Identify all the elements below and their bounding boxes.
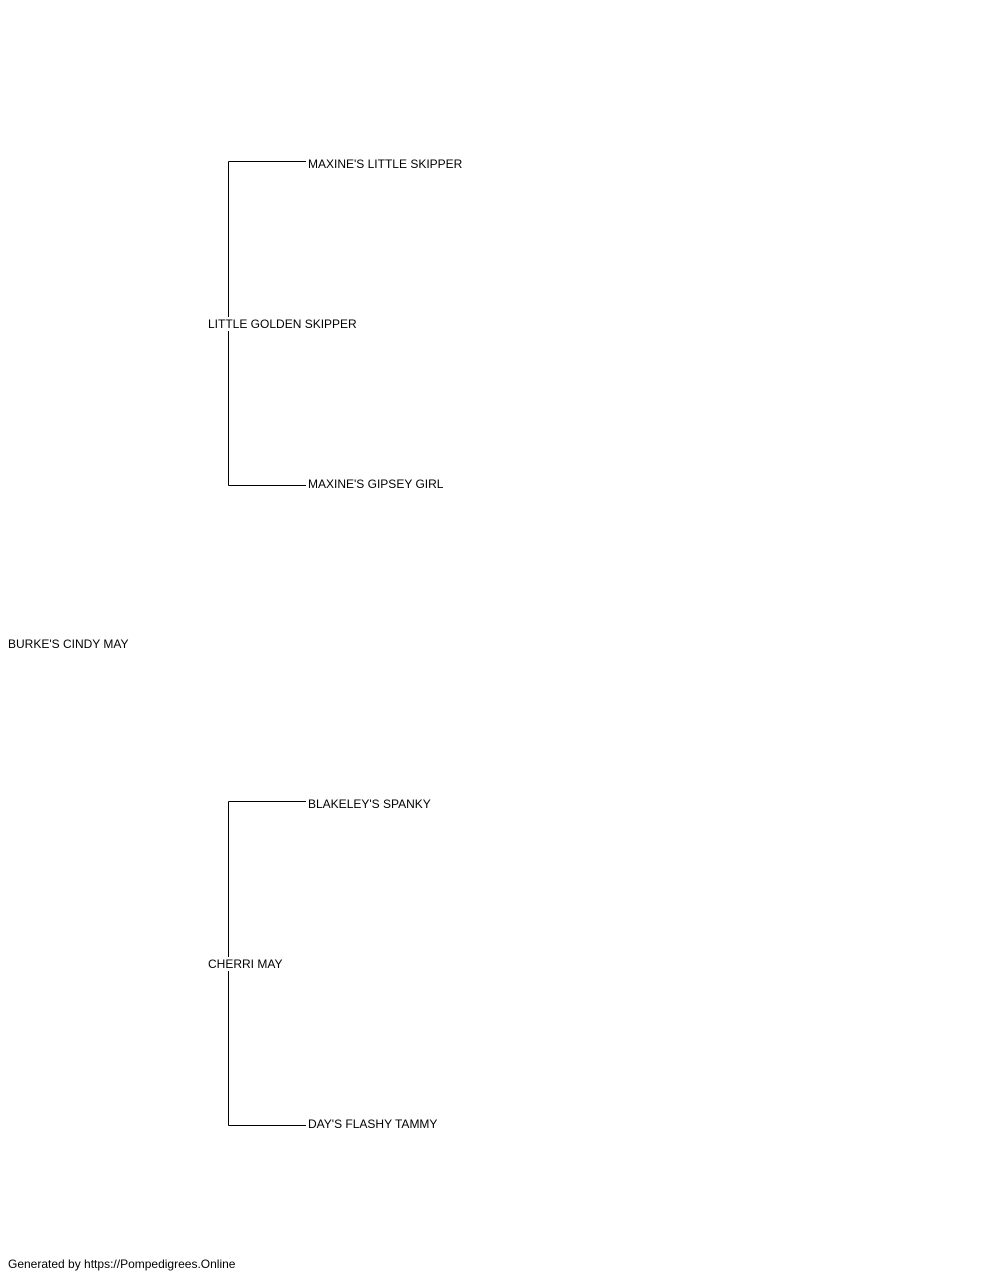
- subject-name: BURKE'S CINDY MAY: [8, 637, 129, 651]
- sire-dam-name: MAXINE'S GIPSEY GIRL: [308, 477, 444, 491]
- sire-name: LITTLE GOLDEN SKIPPER: [208, 317, 357, 331]
- dam-dam-name: DAY'S FLASHY TAMMY: [308, 1117, 438, 1131]
- footer-credit: Generated by https://Pompedigrees.Online: [8, 1257, 236, 1271]
- dam-sire-name: BLAKELEY'S SPANKY: [308, 797, 431, 811]
- sire-sire-name: MAXINE'S LITTLE SKIPPER: [308, 157, 463, 171]
- dam-name: CHERRI MAY: [208, 957, 283, 971]
